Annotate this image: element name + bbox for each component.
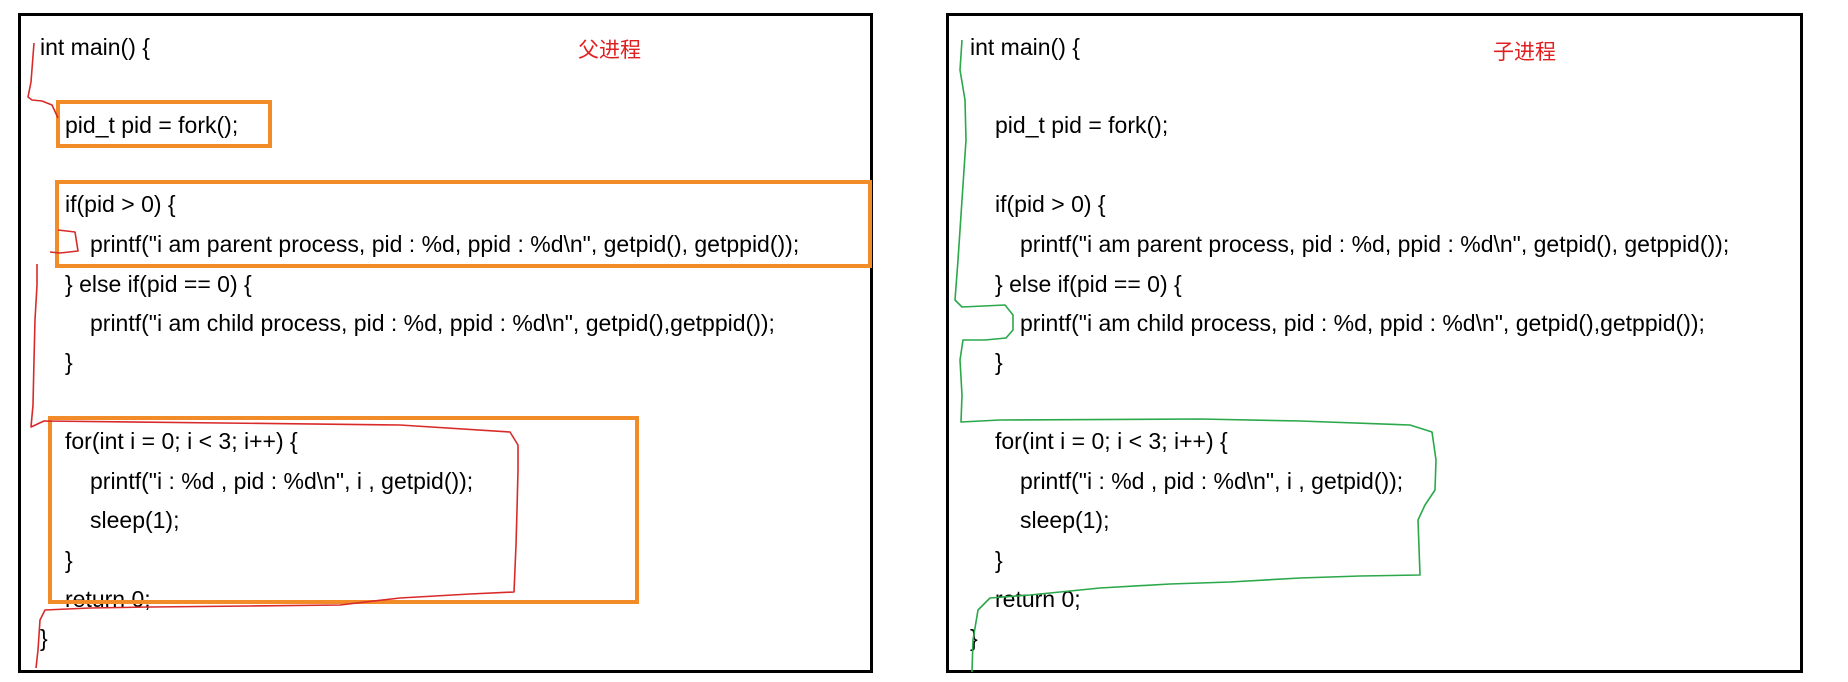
code-line-printf-child: printf("i am child process, pid : %d, pp… [1020,310,1705,336]
code-line-main: int main() { [970,34,1080,60]
code-line-fork: pid_t pid = fork(); [65,112,239,138]
code-line-close-loop: } [995,547,1003,573]
code-line-printf-loop: printf("i : %d , pid : %d\n", i , getpid… [90,468,474,494]
code-line-close-main: } [40,625,48,651]
code-line-main: int main() { [40,34,150,60]
child-execution-path [954,39,1437,673]
code-line-if-parent: if(pid > 0) { [65,191,176,217]
parent-process-title: 父进程 [578,39,641,62]
code-line-printf-parent: printf("i am parent process, pid : %d, p… [90,231,800,257]
code-line-for-loop: for(int i = 0; i < 3; i++) { [995,428,1228,454]
code-line-printf-parent: printf("i am parent process, pid : %d, p… [1020,231,1730,257]
code-line-return: return 0; [65,586,151,612]
code-line-else-if-child: } else if(pid == 0) { [65,271,252,297]
parent-execution-path [27,42,519,669]
code-line-close-brace: } [995,349,1003,375]
code-line-for-loop: for(int i = 0; i < 3; i++) { [65,428,298,454]
code-line-printf-child: printf("i am child process, pid : %d, pp… [90,310,775,336]
code-line-printf-loop: printf("i : %d , pid : %d\n", i , getpid… [1020,468,1404,494]
child-process-title: 子进程 [1493,41,1556,64]
code-line-if-parent: if(pid > 0) { [995,191,1106,217]
code-line-sleep: sleep(1); [90,507,180,533]
loop-highlight-box [48,416,639,604]
code-line-close-loop: } [65,547,73,573]
code-line-sleep: sleep(1); [1020,507,1110,533]
code-line-fork: pid_t pid = fork(); [995,112,1169,138]
child-process-panel [946,13,1803,673]
code-line-else-if-child: } else if(pid == 0) { [995,271,1182,297]
fork-highlight-box [56,100,272,148]
code-line-close-brace: } [65,349,73,375]
parent-process-panel [18,13,873,673]
parent-branch-highlight-box [55,180,872,268]
